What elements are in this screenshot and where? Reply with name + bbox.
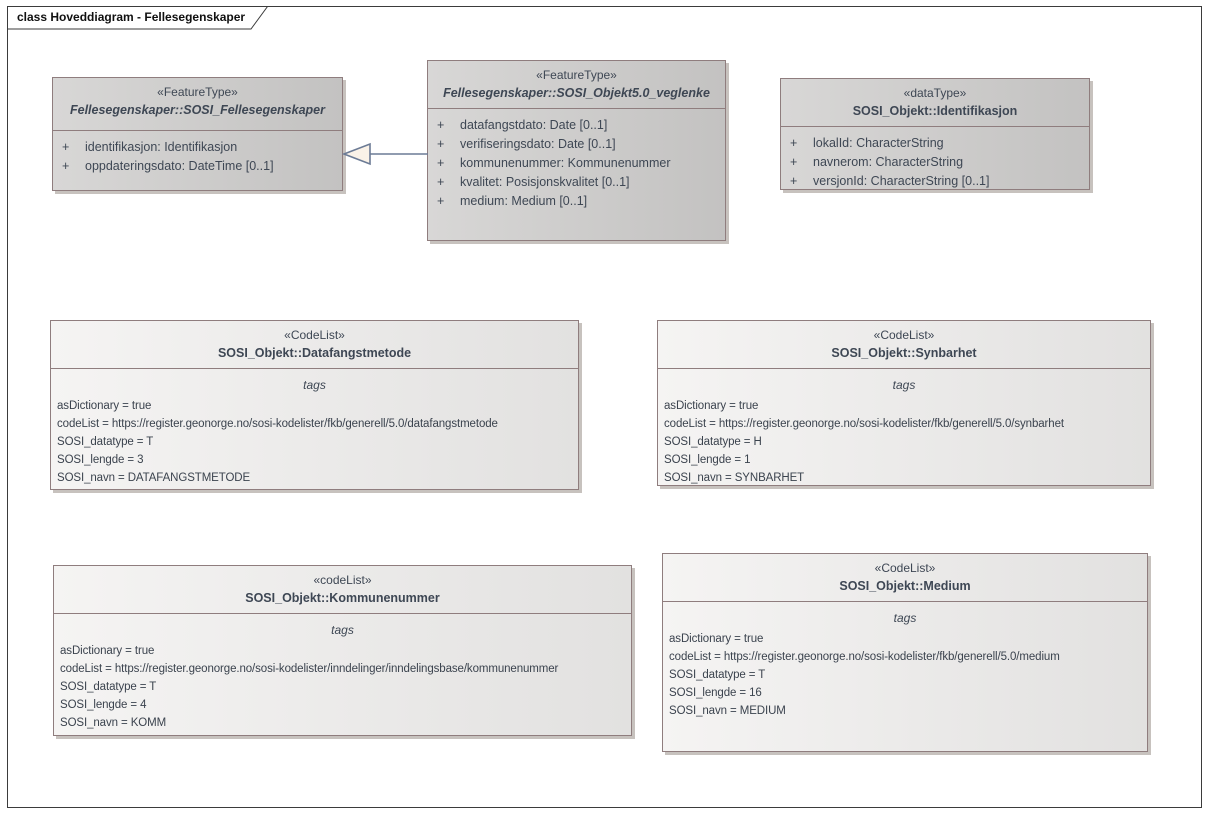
stereotype-label: «FeatureType» [536,68,617,82]
attributes-compartment: + datafangstdato: Date [0..1] + verifise… [428,109,725,211]
tags-compartment: tags asDictionary = true codeList = http… [54,614,631,732]
tag-line: SOSI_lengde = 16 [669,687,762,699]
stereotype-label: «FeatureType» [157,85,238,99]
visibility-plus: + [62,140,70,154]
visibility-plus: + [437,175,445,189]
visibility-plus: + [790,136,798,150]
frame-tab-shape-icon [7,6,269,30]
tags-section-label: tags [331,623,354,637]
visibility-plus: + [437,137,445,151]
attribute-row: + kommunenummer: Kommunenummer [434,154,721,173]
tag-line: SOSI_lengde = 3 [57,454,144,466]
tag-line: SOSI_datatype = T [669,669,766,681]
class-header: «CodeList» SOSI_Objekt::Synbarhet [658,321,1150,369]
class-header: «codeList» SOSI_Objekt::Kommunenummer [54,566,631,614]
tag-line: codeList = https://register.geonorge.no/… [669,651,1060,663]
tags-section-label: tags [892,378,916,392]
diagram-title: class Hoveddiagram - Fellesegenskaper [17,10,246,24]
tag-line: asDictionary = true [57,400,152,412]
attribute-text: versjonId: CharacterString [0..1] [813,174,990,188]
stereotype-label: «codeList» [313,573,372,587]
codelist-box-synbarhet[interactable]: «CodeList» SOSI_Objekt::Synbarhet tags a… [657,320,1151,486]
visibility-plus: + [437,156,445,170]
tag-line: codeList = https://register.geonorge.no/… [57,418,498,430]
stereotype-label: «CodeList» [284,328,345,342]
generalization-connector[interactable] [342,140,430,168]
tag-line: SOSI_datatype = T [60,681,157,693]
attribute-row: + medium: Medium [0..1] [434,192,721,211]
stereotype-label: «CodeList» [873,328,935,342]
visibility-plus: + [62,159,70,173]
visibility-plus: + [437,118,445,132]
visibility-plus: + [790,155,798,169]
tag-line: SOSI_navn = DATAFANGSTMETODE [57,472,251,484]
attribute-row: + datafangstdato: Date [0..1] [434,116,721,135]
class-name: SOSI_Objekt::Identifikasjon [852,104,1018,118]
class-header: «CodeList» SOSI_Objekt::Medium [663,554,1147,602]
tag-line: SOSI_navn = KOMM [60,717,167,729]
tag-line: SOSI_navn = MEDIUM [669,705,786,717]
class-name: SOSI_Objekt::Medium [839,579,971,593]
attributes-compartment: + lokalId: CharacterString + navnerom: C… [781,127,1089,191]
class-box-identifikasjon[interactable]: «dataType» SOSI_Objekt::Identifikasjon +… [780,78,1090,190]
attribute-row: + verifiseringsdato: Date [0..1] [434,135,721,154]
class-header: «CodeList» SOSI_Objekt::Datafangstmetode [51,321,578,369]
class-name: Fellesegenskaper::SOSI_Objekt5.0_veglenk… [443,86,710,100]
attribute-text: datafangstdato: Date [0..1] [460,118,608,132]
tag-line: SOSI_lengde = 1 [664,454,751,466]
attribute-row: + oppdateringsdato: DateTime [0..1] [59,157,338,176]
class-box-sosi-objekt50-veglenke[interactable]: «FeatureType» Fellesegenskaper::SOSI_Obj… [427,60,726,241]
attribute-row: + navnerom: CharacterString [787,153,1085,172]
class-header: «FeatureType» Fellesegenskaper::SOSI_Obj… [428,61,725,109]
stereotype-label: «dataType» [903,86,967,100]
class-header: «dataType» SOSI_Objekt::Identifikasjon [781,79,1089,127]
tag-line: SOSI_datatype = T [57,436,154,448]
stereotype-label: «CodeList» [874,561,936,575]
diagram-frame-tab [7,6,269,30]
tag-line: asDictionary = true [60,645,155,657]
tag-line: SOSI_navn = SYNBARHET [664,472,805,484]
attribute-row: + kvalitet: Posisjonskvalitet [0..1] [434,173,721,192]
class-header: «FeatureType» Fellesegenskaper::SOSI_Fel… [53,78,342,131]
tag-line: SOSI_lengde = 4 [60,699,147,711]
tag-line: asDictionary = true [669,633,764,645]
tag-line: codeList = https://register.geonorge.no/… [60,663,559,675]
tags-compartment: tags asDictionary = true codeList = http… [658,369,1150,487]
tags-section-label: tags [893,611,917,625]
attribute-text: medium: Medium [0..1] [460,194,588,208]
tags-compartment: tags asDictionary = true codeList = http… [663,602,1147,720]
codelist-box-datafangstmetode[interactable]: «CodeList» SOSI_Objekt::Datafangstmetode… [50,320,579,490]
visibility-plus: + [437,194,445,208]
attribute-text: oppdateringsdato: DateTime [0..1] [85,159,274,173]
attribute-text: kvalitet: Posisjonskvalitet [0..1] [460,175,630,189]
tag-line: codeList = https://register.geonorge.no/… [664,418,1064,430]
tag-line: SOSI_datatype = H [664,436,762,448]
class-name: SOSI_Objekt::Kommunenummer [245,591,440,605]
attribute-text: lokalId: CharacterString [813,136,944,150]
attributes-compartment: + identifikasjon: Identifikasjon + oppda… [53,131,342,176]
attribute-text: identifikasjon: Identifikasjon [85,140,238,154]
class-box-sosi-fellesegenskaper[interactable]: «FeatureType» Fellesegenskaper::SOSI_Fel… [52,77,343,191]
tag-line: asDictionary = true [664,400,759,412]
tags-section-label: tags [303,378,326,392]
attribute-row: + identifikasjon: Identifikasjon [59,138,338,157]
class-name: SOSI_Objekt::Datafangstmetode [217,346,412,360]
attribute-row: + versjonId: CharacterString [0..1] [787,172,1085,191]
class-name: SOSI_Objekt::Synbarhet [831,346,977,360]
attribute-text: verifiseringsdato: Date [0..1] [460,137,616,151]
attribute-text: kommunenummer: Kommunenummer [460,156,671,170]
hollow-triangle-arrowhead-icon [342,142,371,166]
attribute-text: navnerom: CharacterString [813,155,964,169]
codelist-box-kommunenummer[interactable]: «codeList» SOSI_Objekt::Kommunenummer ta… [53,565,632,736]
codelist-box-medium[interactable]: «CodeList» SOSI_Objekt::Medium tags asDi… [662,553,1148,752]
attribute-row: + lokalId: CharacterString [787,134,1085,153]
class-name: Fellesegenskaper::SOSI_Fellesegenskaper [70,103,325,117]
visibility-plus: + [790,174,798,188]
tags-compartment: tags asDictionary = true codeList = http… [51,369,578,487]
